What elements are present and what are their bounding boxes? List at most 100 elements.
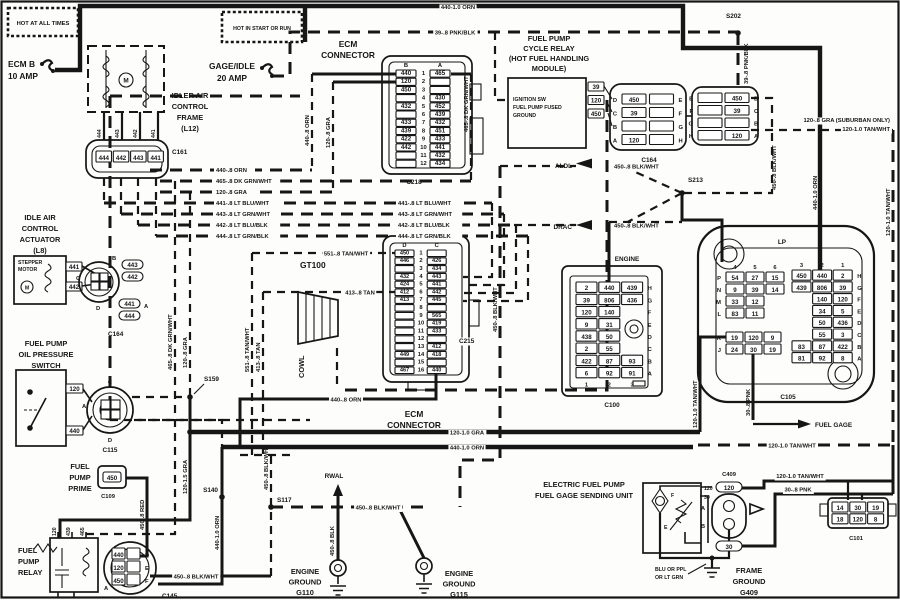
fuel-gage-arrow: FUEL GAGE (798, 419, 853, 429)
svg-text:A: A (613, 138, 618, 144)
svg-text:432: 432 (400, 274, 409, 280)
svg-text:452: 452 (435, 103, 446, 110)
svg-text:439: 439 (401, 127, 412, 134)
circuit-num: 30 (704, 495, 710, 501)
pin-label: 465 (80, 527, 86, 536)
c109-label: C109 (101, 494, 116, 500)
svg-text:412: 412 (400, 289, 409, 295)
aldl-label: ALDL (555, 163, 572, 170)
svg-text:11: 11 (420, 153, 427, 159)
svg-text:9: 9 (422, 137, 426, 143)
ground-icon (416, 574, 432, 594)
svg-text:11: 11 (418, 328, 425, 334)
svg-text:446: 446 (400, 258, 409, 264)
wire-label: 450-.8 BLK/WHT (614, 224, 659, 230)
wire-label: 450-.8 RED (140, 500, 146, 530)
wire-label: 120-.8 GRA (183, 336, 189, 368)
svg-text:8: 8 (841, 356, 845, 363)
wire-label: 440-1.0 ORN (450, 446, 484, 452)
switch-icon (29, 397, 47, 429)
svg-text:436: 436 (838, 320, 849, 327)
svg-text:50: 50 (606, 334, 613, 341)
svg-text:E: E (857, 309, 861, 315)
svg-text:9: 9 (419, 313, 423, 319)
svg-text:441: 441 (69, 264, 80, 271)
svg-text:433: 433 (435, 136, 446, 143)
svg-text:13: 13 (418, 344, 425, 350)
svg-text:F: F (679, 111, 683, 117)
svg-text:432: 432 (435, 152, 446, 159)
pin-label: 444 (97, 129, 103, 138)
svg-text:434: 434 (432, 266, 442, 272)
fuse-icon (261, 63, 274, 76)
svg-text:465: 465 (435, 70, 446, 77)
svg-text:A: A (648, 372, 653, 378)
svg-text:2: 2 (608, 383, 611, 389)
svg-text:2: 2 (422, 79, 425, 85)
svg-text:10: 10 (418, 321, 424, 327)
c100-label: C100 (604, 402, 620, 409)
svg-text:30: 30 (726, 544, 733, 551)
svg-text:C: C (613, 111, 618, 117)
pin-label: 442 (133, 129, 139, 138)
svg-text:443: 443 (127, 262, 138, 269)
svg-text:15: 15 (418, 360, 425, 366)
svg-text:B: B (648, 359, 652, 365)
c161-label: C161 (172, 149, 188, 156)
hot-in-start-label: HOT IN START OR RUN (233, 26, 291, 32)
s140-label: S140 (203, 487, 218, 494)
svg-text:30: 30 (750, 347, 757, 354)
svg-text:120: 120 (401, 78, 412, 85)
svg-text:2: 2 (820, 263, 823, 269)
svg-text:806: 806 (604, 297, 615, 304)
pin-label: 443 (115, 129, 121, 138)
svg-text:39: 39 (839, 285, 846, 292)
splice-s159: S159 (193, 376, 219, 395)
svg-text:2: 2 (585, 346, 589, 353)
svg-text:E: E (689, 96, 693, 102)
svg-text:422: 422 (581, 358, 592, 365)
svg-text:39: 39 (734, 108, 741, 115)
svg-text:441: 441 (432, 282, 441, 288)
cowl-label: COWL (297, 355, 306, 378)
fuse-icon (41, 59, 54, 72)
wire-label: 440-.8 ORN (305, 115, 311, 146)
wire-label: 39-.8 PNK/BLK (744, 43, 750, 84)
svg-text:444-.8 LT GRN/BLK: 444-.8 LT GRN/BLK (216, 234, 270, 240)
pin-letter: C (76, 276, 81, 282)
pin-letter: B (701, 524, 705, 530)
svg-text:3: 3 (422, 87, 426, 93)
svg-text:93: 93 (629, 358, 636, 365)
svg-text:B: B (754, 121, 758, 127)
wire-label: 120-1.5 GRA (183, 459, 189, 494)
svg-text:120: 120 (748, 335, 759, 342)
svg-text:7: 7 (422, 120, 425, 126)
aldl-drac-taps: ALDL DRAC (554, 158, 592, 231)
svg-text:120: 120 (853, 517, 864, 524)
c164-label: C164 (641, 157, 657, 164)
svg-text:4: 4 (419, 274, 423, 280)
svg-text:432: 432 (401, 103, 412, 110)
svg-text:H: H (857, 274, 861, 280)
svg-text:D: D (857, 321, 861, 327)
svg-text:83: 83 (798, 344, 805, 351)
svg-text:D: D (648, 335, 652, 341)
wire-label: 120-1.0 TAN/WHT (842, 127, 890, 133)
wire-label: 551-.8 TAN/WHT (324, 252, 369, 258)
svg-text:18: 18 (837, 517, 844, 524)
svg-text:430: 430 (435, 95, 446, 102)
svg-text:422: 422 (401, 136, 412, 143)
svg-text:413: 413 (400, 297, 409, 303)
svg-text:442: 442 (432, 289, 441, 295)
svg-text:39: 39 (583, 297, 590, 304)
